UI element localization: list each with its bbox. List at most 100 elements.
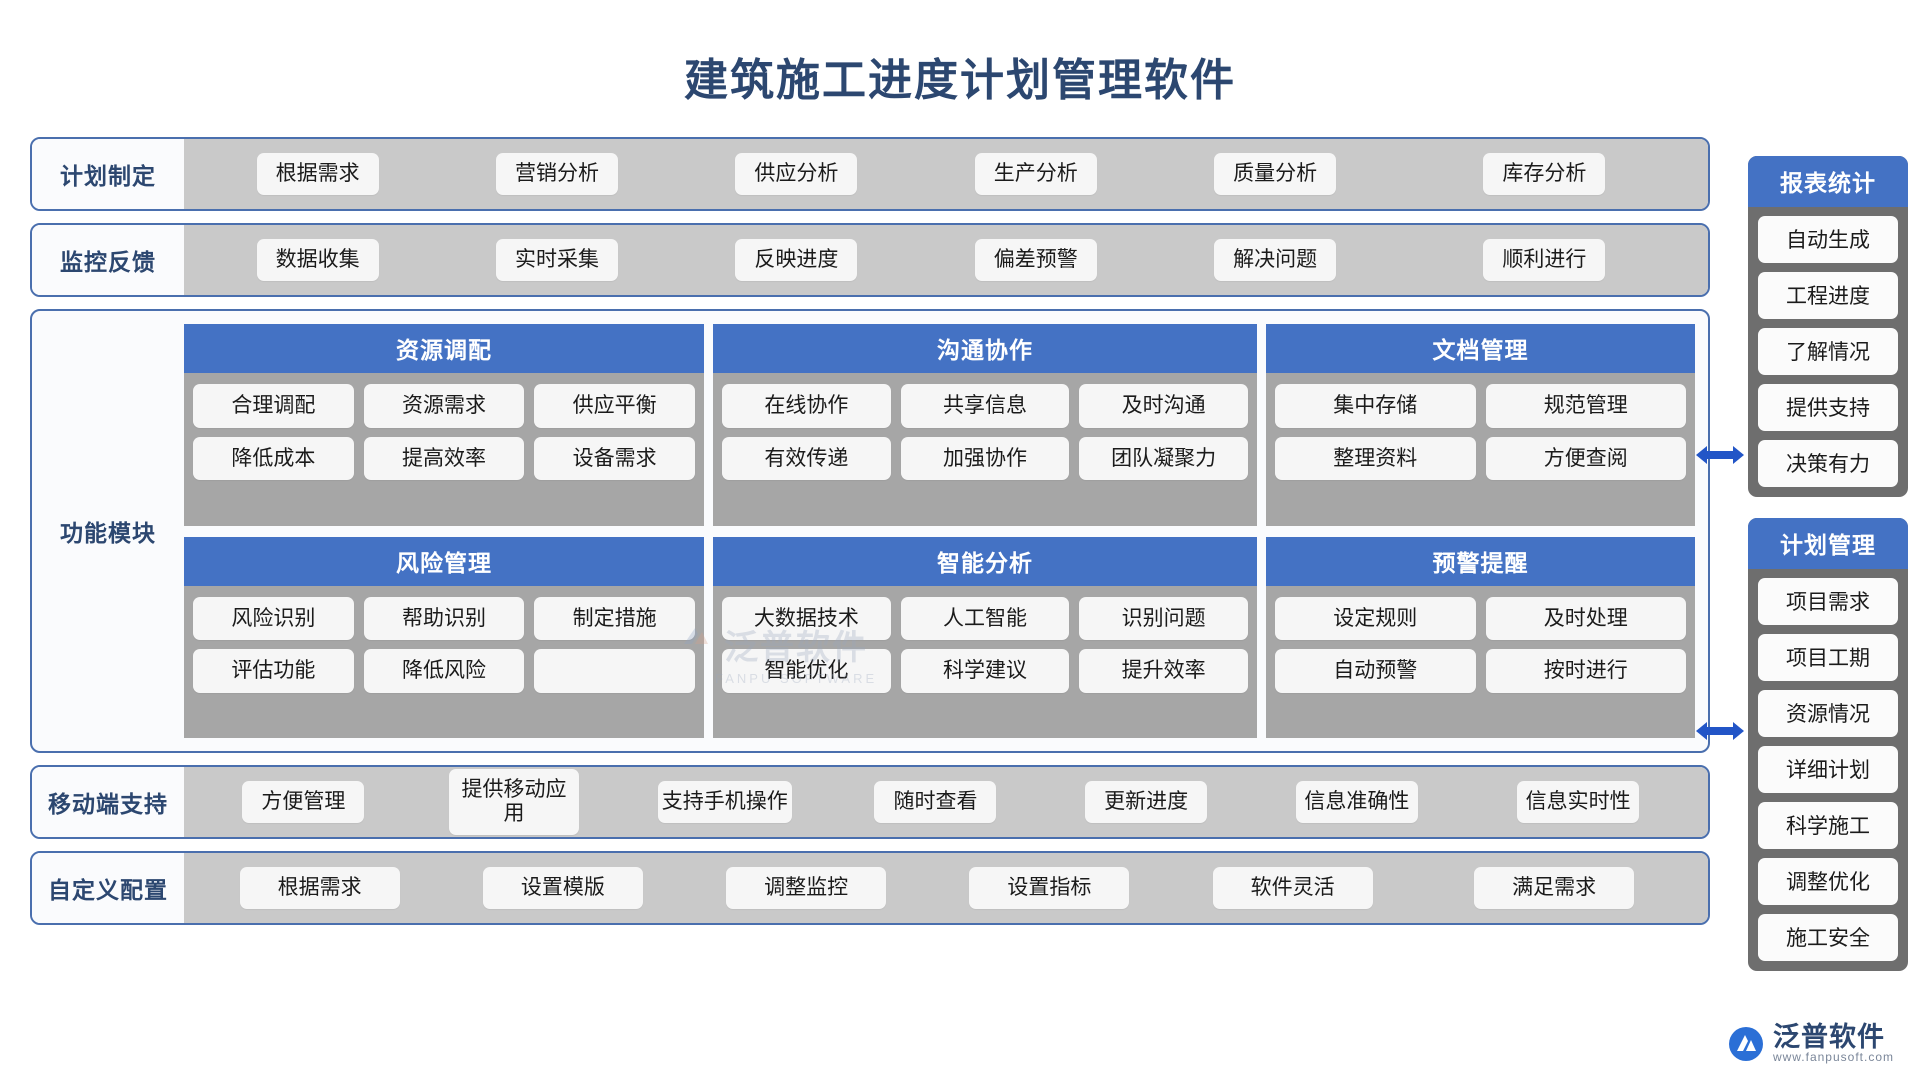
chip[interactable]: 设定规则 (1275, 596, 1476, 641)
chip[interactable]: 数据收集 (256, 239, 379, 281)
band-body: 数据收集 实时采集 反映进度 偏差预警 解决问题 顺利进行 (184, 225, 1708, 295)
chip[interactable]: 及时沟通 (1079, 384, 1248, 428)
sidebar-plan-management: 计划管理 项目需求 项目工期 资源情况 详细计划 科学施工 调整优化 施工安全 (1748, 518, 1908, 971)
chip[interactable]: 提高效率 (363, 436, 525, 481)
card-title: 风险管理 (184, 536, 704, 586)
band-label: 监控反馈 (32, 225, 184, 295)
sidebar-item[interactable]: 详细计划 (1758, 746, 1898, 793)
card-intelligent-analysis: 智能分析 大数据技术 人工智能 识别问题 智能优化 科学建议 提升效率 (713, 536, 1257, 738)
chip[interactable]: 评估功能 (193, 649, 354, 693)
chip[interactable]: 质量分析 (1214, 153, 1337, 195)
card-body: 集中存储 规范管理 整理资料 方便查阅 (1266, 373, 1695, 526)
band-monitor-feedback: 监控反馈 数据收集 实时采集 反映进度 偏差预警 解决问题 顺利进行 (30, 223, 1710, 297)
chip[interactable]: 设置模版 (482, 867, 643, 909)
band-custom-config: 自定义配置 根据需求 设置模版 调整监控 设置指标 软件灵活 满足需求 (30, 851, 1710, 925)
band-body: 根据需求 设置模版 调整监控 设置指标 软件灵活 满足需求 (184, 853, 1708, 923)
chip[interactable]: 支持手机操作 (657, 781, 792, 823)
chip[interactable]: 根据需求 (239, 867, 400, 909)
chip[interactable]: 大数据技术 (722, 596, 891, 641)
chip[interactable]: 提供移动应用 (449, 769, 580, 835)
card-body: 大数据技术 人工智能 识别问题 智能优化 科学建议 提升效率 (713, 585, 1257, 738)
double-arrow-icon-top (1696, 446, 1744, 464)
chip[interactable]: 人工智能 (900, 596, 1070, 641)
sidebar-item[interactable]: 科学施工 (1758, 802, 1898, 849)
brand-mark-icon (1728, 1026, 1763, 1061)
card-body: 设定规则 及时处理 自动预警 按时进行 (1266, 585, 1695, 738)
chip[interactable]: 降低成本 (193, 436, 354, 481)
chip[interactable]: 根据需求 (256, 153, 379, 195)
chip[interactable]: 集中存储 (1275, 384, 1476, 428)
chip[interactable]: 科学建议 (900, 649, 1070, 693)
chip[interactable]: 在线协作 (722, 384, 891, 428)
chip[interactable]: 软件灵活 (1212, 867, 1373, 909)
chip[interactable]: 生产分析 (974, 153, 1097, 195)
chip[interactable]: 方便管理 (242, 781, 365, 823)
chip[interactable]: 顺利进行 (1483, 239, 1606, 281)
sidebar-item[interactable]: 施工安全 (1758, 914, 1898, 961)
chip[interactable]: 信息准确性 (1295, 781, 1418, 823)
chip[interactable]: 提升效率 (1079, 649, 1248, 693)
brand-url: www.fanpusoft.com (1772, 1050, 1894, 1065)
chip[interactable]: 设置指标 (969, 867, 1130, 909)
chip[interactable]: 解决问题 (1214, 239, 1337, 281)
chip[interactable]: 随时查看 (874, 781, 997, 823)
chip[interactable]: 降低风险 (363, 649, 525, 693)
chip[interactable]: 信息实时性 (1517, 781, 1640, 823)
chip[interactable]: 帮助识别 (363, 596, 525, 641)
chip[interactable]: 整理资料 (1275, 436, 1476, 481)
chip[interactable]: 风险识别 (193, 596, 354, 641)
card-body: 风险识别 帮助识别 制定措施 评估功能 降低风险 (184, 585, 704, 738)
band-mobile-support: 移动端支持 方便管理 提供移动应用 支持手机操作 随时查看 更新进度 信息准确性… (30, 765, 1710, 839)
chip[interactable]: 制定措施 (534, 596, 695, 641)
chip[interactable]: 加强协作 (900, 436, 1070, 481)
sidebar-item[interactable]: 提供支持 (1758, 384, 1898, 431)
chip[interactable]: 资源需求 (363, 384, 525, 428)
band-label: 计划制定 (32, 139, 184, 209)
chip[interactable]: 设备需求 (534, 436, 695, 481)
sidebar-item[interactable]: 自动生成 (1758, 216, 1898, 263)
sidebar-item[interactable]: 工程进度 (1758, 272, 1898, 319)
chip[interactable]: 实时采集 (496, 239, 619, 281)
chip[interactable]: 调整监控 (726, 867, 887, 909)
sidebar-item[interactable]: 调整优化 (1758, 858, 1898, 905)
chip[interactable]: 智能优化 (722, 649, 891, 693)
card-title: 文档管理 (1266, 324, 1695, 373)
sidebar-item[interactable]: 了解情况 (1758, 328, 1898, 375)
chip[interactable]: 库存分析 (1483, 153, 1606, 195)
band-label: 自定义配置 (32, 853, 184, 923)
chip[interactable]: 团队凝聚力 (1079, 436, 1248, 481)
sidebar-item[interactable]: 决策有力 (1758, 440, 1898, 487)
modules-grid: 资源调配 合理调配 资源需求 供应平衡 降低成本 提高效率 设备需求 沟通协作 … (184, 311, 1708, 751)
chip[interactable]: 更新进度 (1085, 781, 1208, 823)
chip-empty[interactable] (534, 649, 695, 693)
chip[interactable]: 满足需求 (1474, 867, 1635, 909)
chip[interactable]: 有效传递 (722, 436, 891, 481)
chip[interactable]: 及时处理 (1485, 596, 1686, 641)
chip[interactable]: 按时进行 (1485, 649, 1686, 693)
card-alert-reminder: 预警提醒 设定规则 及时处理 自动预警 按时进行 (1266, 536, 1695, 738)
chip[interactable]: 方便查阅 (1485, 436, 1686, 481)
sidebar-item[interactable]: 项目工期 (1758, 634, 1898, 681)
sidebar-item[interactable]: 资源情况 (1758, 690, 1898, 737)
chip[interactable]: 合理调配 (193, 384, 354, 428)
chip[interactable]: 供应平衡 (534, 384, 695, 428)
chip[interactable]: 营销分析 (496, 153, 619, 195)
chip[interactable]: 识别问题 (1079, 596, 1248, 641)
modules-block: 功能模块 资源调配 合理调配 资源需求 供应平衡 降低成本 提高效率 设备需求 (30, 309, 1710, 753)
chip[interactable]: 规范管理 (1485, 384, 1686, 428)
chip-row: 数据收集 实时采集 反映进度 偏差预警 解决问题 顺利进行 (198, 239, 1694, 281)
card-body: 在线协作 共享信息 及时沟通 有效传递 加强协作 团队凝聚力 (713, 373, 1257, 526)
card-title: 预警提醒 (1266, 536, 1695, 586)
chip[interactable]: 供应分析 (735, 153, 858, 195)
chip-row: 方便管理 提供移动应用 支持手机操作 随时查看 更新进度 信息准确性 信息实时性 (198, 769, 1694, 835)
sidebar-item[interactable]: 项目需求 (1758, 578, 1898, 625)
chip[interactable]: 偏差预警 (974, 239, 1097, 281)
page-title: 建筑施工进度计划管理软件 (684, 56, 1236, 105)
card-communication-collaboration: 沟通协作 在线协作 共享信息 及时沟通 有效传递 加强协作 团队凝聚力 (713, 324, 1257, 526)
sidebar-report-statistics: 报表统计 自动生成 工程进度 了解情况 提供支持 决策有力 (1748, 156, 1908, 497)
chip[interactable]: 反映进度 (735, 239, 858, 281)
chip[interactable]: 自动预警 (1275, 649, 1476, 693)
chip[interactable]: 共享信息 (900, 384, 1070, 428)
chip-row: 根据需求 设置模版 调整监控 设置指标 软件灵活 满足需求 (198, 867, 1694, 909)
band-label: 移动端支持 (32, 767, 184, 837)
